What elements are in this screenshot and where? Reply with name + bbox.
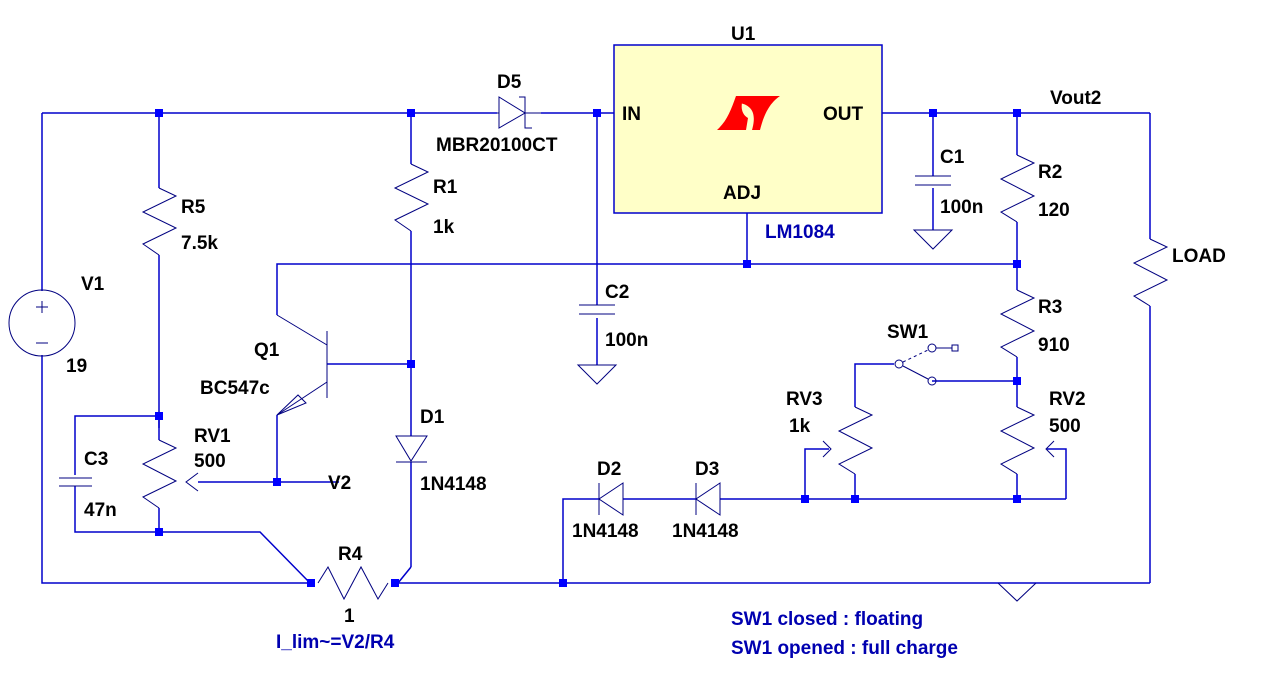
junctions	[155, 109, 1021, 587]
wire-rv3-wiper	[804, 448, 829, 499]
ground-c1-icon	[912, 229, 954, 250]
r3-value-label: 910	[1038, 335, 1070, 356]
resistor-r2[interactable]	[999, 154, 1036, 223]
potentiometer-rv3[interactable]	[822, 406, 874, 475]
u1-ref-label: U1	[731, 24, 756, 45]
c1-value-label: 100n	[940, 197, 983, 218]
r2-value-label: 120	[1038, 200, 1070, 221]
r5-value-label: 7.5k	[181, 233, 218, 254]
c1-ref-label: C1	[940, 147, 965, 168]
c3-value-label: 47n	[84, 500, 117, 521]
r1-value-label: 1k	[433, 217, 455, 238]
diode-d5[interactable]	[497, 96, 541, 129]
wire-rv2-wiper	[1047, 448, 1067, 499]
v1-ref-label: V1	[81, 274, 105, 295]
r3-ref-label: R3	[1038, 297, 1062, 318]
switch-sw1[interactable]	[894, 343, 959, 386]
rv1-value-label: 500	[194, 451, 226, 472]
resistor-r5[interactable]	[141, 187, 178, 256]
u1-value-label: LM1084	[765, 222, 835, 243]
d2-value-label: 1N4148	[572, 521, 639, 542]
capacitor-c2[interactable]	[579, 304, 615, 315]
q1-ref-label: Q1	[254, 340, 280, 361]
resistor-load[interactable]	[1132, 238, 1169, 307]
d1-ref-label: D1	[420, 407, 445, 428]
potentiometer-rv1[interactable]	[141, 439, 199, 509]
r2-ref-label: R2	[1038, 162, 1062, 183]
r1-ref-label: R1	[433, 177, 458, 198]
v2-net-label: V2	[328, 473, 351, 494]
u1-pin-adj-label: ADJ	[723, 183, 761, 204]
wire-d1-r4	[397, 566, 412, 584]
sw1-opened-note: SW1 opened : full charge	[731, 638, 958, 659]
rv1-ref-label: RV1	[194, 426, 231, 447]
wires	[41, 112, 1151, 584]
vout2-net-label: Vout2	[1050, 88, 1101, 109]
c3-ref-label: C3	[84, 449, 108, 470]
r5-ref-label: R5	[181, 197, 206, 218]
ground-bottom-icon	[997, 582, 1037, 602]
ground-c2-icon	[576, 364, 618, 385]
d5-value-label: MBR20100CT	[436, 135, 558, 156]
r4-ref-label: R4	[338, 544, 363, 565]
wire-bottom-left	[41, 355, 310, 584]
diode-d2[interactable]	[598, 482, 624, 516]
resistor-r3[interactable]	[999, 289, 1036, 358]
potentiometer-rv2[interactable]	[999, 406, 1055, 475]
rv2-ref-label: RV2	[1049, 389, 1086, 410]
rv3-ref-label: RV3	[786, 389, 823, 410]
wire-adj-rail	[276, 263, 1017, 315]
sw1-closed-note: SW1 closed : floating	[731, 609, 923, 630]
load-ref-label: LOAD	[1172, 246, 1226, 267]
rv3-value-label: 1k	[789, 416, 811, 437]
regulator-u1[interactable]	[613, 44, 883, 214]
ilim-note: I_lim~=V2/R4	[276, 632, 395, 653]
d3-ref-label: D3	[695, 459, 719, 480]
resistor-r4[interactable]	[317, 565, 389, 601]
capacitor-c3[interactable]	[59, 477, 92, 487]
u1-pin-out-label: OUT	[823, 104, 864, 125]
diode-d1[interactable]	[395, 435, 428, 463]
v1-value-label: 19	[66, 356, 87, 377]
wire-sw1-rv3	[854, 363, 894, 407]
c2-value-label: 100n	[605, 330, 648, 351]
voltage-source-v1[interactable]	[8, 289, 76, 357]
diode-d3[interactable]	[695, 482, 721, 516]
wire-d2-left	[562, 498, 599, 583]
capacitor-c1[interactable]	[915, 175, 951, 186]
lt-logo-icon	[717, 96, 780, 130]
transistor-q1[interactable]	[276, 314, 328, 416]
wire-c3-top	[74, 415, 159, 475]
rv2-value-label: 500	[1049, 416, 1081, 437]
d3-value-label: 1N4148	[672, 521, 739, 542]
u1-pin-in-label: IN	[622, 104, 641, 125]
c2-ref-label: C2	[605, 282, 629, 303]
sw1-ref-label: SW1	[887, 322, 929, 343]
r4-value-label: 1	[344, 606, 355, 627]
resistor-r1[interactable]	[393, 163, 430, 232]
wire-c3-bottom	[74, 486, 311, 584]
d5-ref-label: D5	[497, 72, 522, 93]
d1-value-label: 1N4148	[420, 474, 487, 495]
d2-ref-label: D2	[597, 459, 621, 480]
wire-q1-emitter	[276, 415, 339, 483]
q1-value-label: BC547c	[200, 378, 270, 399]
